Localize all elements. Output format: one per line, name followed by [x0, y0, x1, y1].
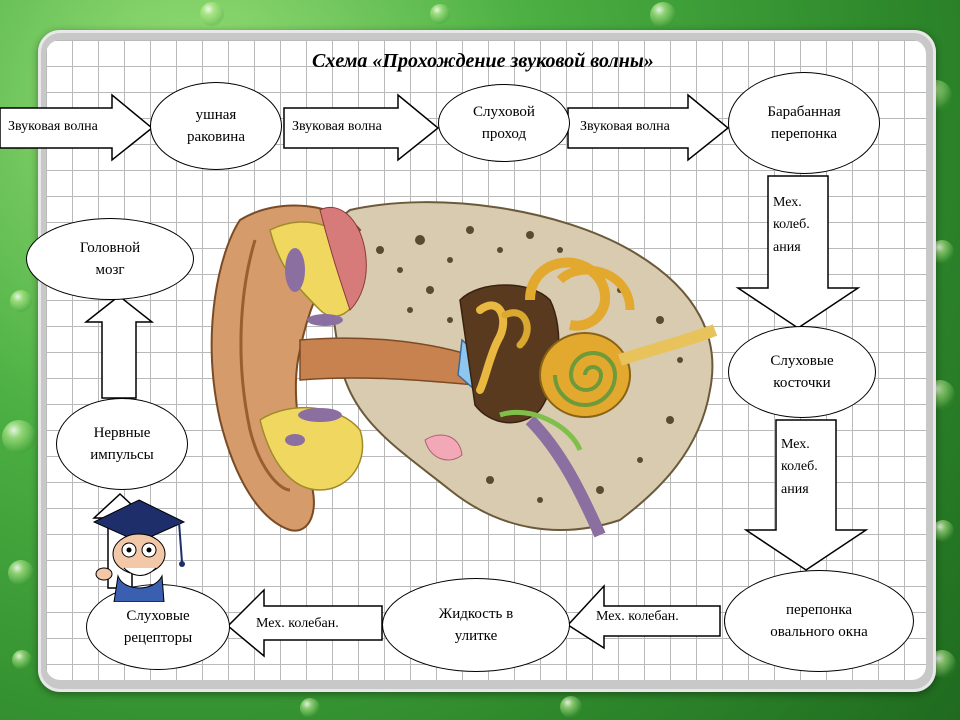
node-brain-label: Головной мозг — [80, 237, 140, 282]
node-oval-window: перепонка овального окна — [724, 570, 914, 672]
arrow-label-mech-vert-2: Мех. колеб. ания — [781, 434, 818, 501]
node-ossicles: Слуховые косточки — [728, 326, 876, 418]
arrow-label-mech-vert-1: Мех. колеб. ания — [773, 192, 810, 259]
node-impulses-label: Нервные импульсы — [90, 422, 153, 467]
node-ear-canal: Слуховой проход — [438, 84, 570, 162]
arrow-up-to-brain — [86, 296, 152, 398]
node-eardrum: Барабанная перепонка — [728, 72, 880, 174]
arrow-label-sound-wave-3: Звуковая волна — [580, 119, 670, 135]
arrow-label-sound-wave-2: Звуковая волна — [292, 119, 382, 135]
node-brain: Головной мозг — [26, 218, 194, 300]
node-cochlea-fluid-label: Жидкость в улитке — [439, 603, 513, 648]
node-ear-canal-label: Слуховой проход — [473, 101, 535, 146]
node-auricle: ушная раковина — [150, 82, 282, 170]
node-receptors-label: Слуховые рецепторы — [124, 605, 192, 650]
node-oval-window-label: перепонка овального окна — [770, 599, 868, 644]
node-impulses: Нервные импульсы — [56, 398, 188, 490]
node-auricle-label: ушная раковина — [187, 104, 245, 149]
node-cochlea-fluid: Жидкость в улитке — [382, 578, 570, 672]
arrow-label-mech-horiz-2: Мех. колебан. — [256, 616, 339, 632]
professor-mascot-illustration — [84, 492, 194, 602]
arrow-label-sound-wave-1: Звуковая волна — [8, 119, 98, 135]
node-eardrum-label: Барабанная перепонка — [767, 101, 840, 146]
node-ossicles-label: Слуховые косточки — [770, 350, 833, 395]
arrow-label-mech-horiz-1: Мех. колебан. — [596, 609, 679, 625]
